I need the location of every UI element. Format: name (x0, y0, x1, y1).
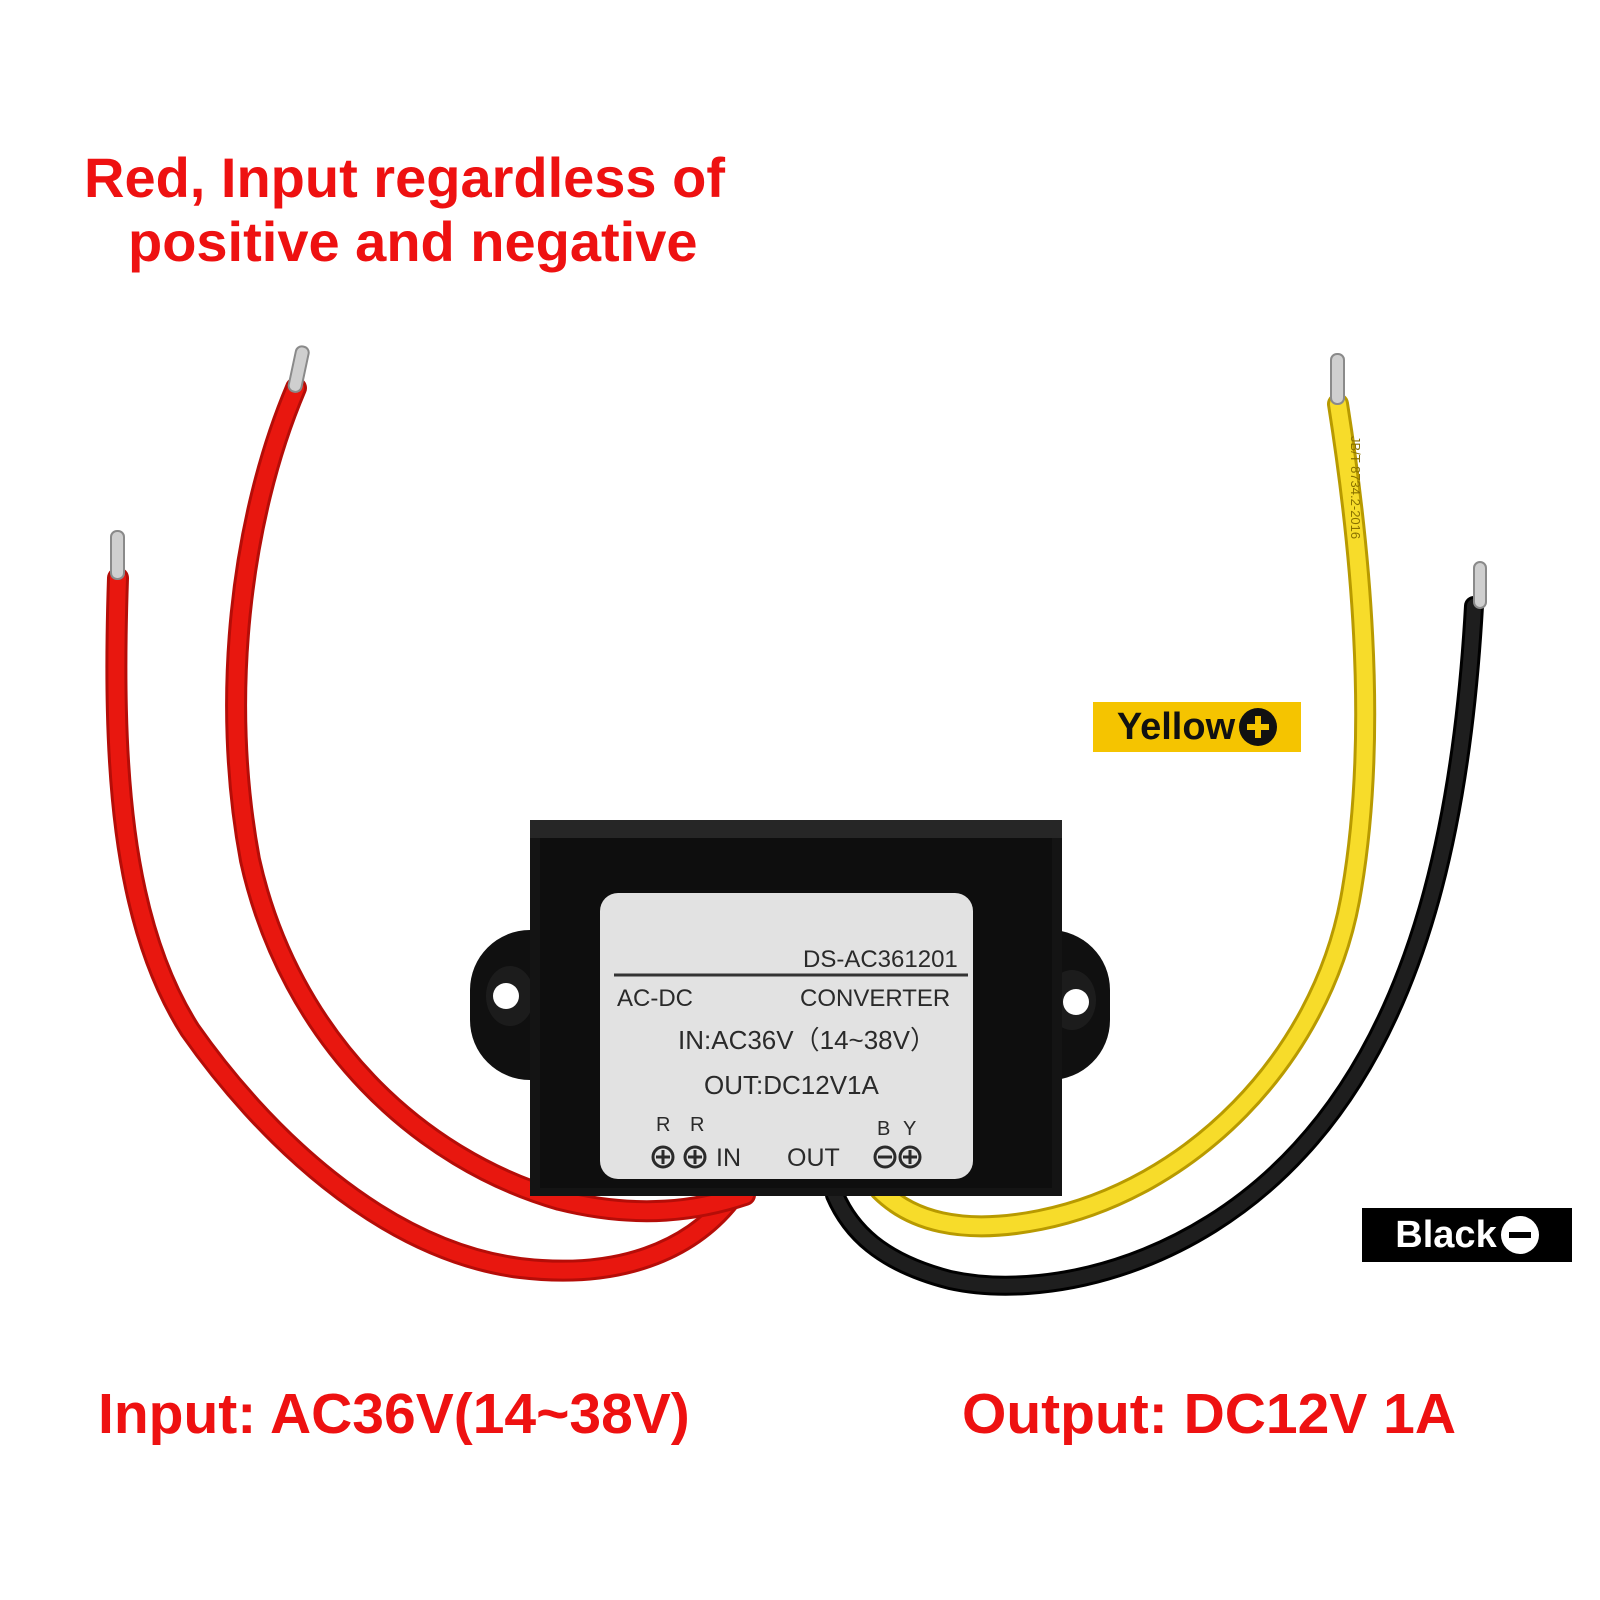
red-input-wires (105, 377, 756, 1282)
label-output-spec: OUT:DC12V1A (704, 1070, 879, 1100)
label-pin-r2: R (690, 1114, 704, 1136)
label-pin-r1: R (656, 1114, 670, 1136)
plus-circle-icon (1239, 708, 1278, 746)
input-polarity-caption: Red, Input regardless of positive and ne… (84, 146, 725, 274)
mounting-hole-right (1063, 989, 1089, 1015)
mounting-hole-left (493, 983, 519, 1009)
label-pin-y: Y (903, 1118, 916, 1140)
input-spec-caption: Input: AC36V(14~38V) (98, 1382, 690, 1446)
label-type-left: AC-DC (617, 985, 693, 1012)
minus-circle-icon (1500, 1216, 1539, 1254)
yellow-positive-tag: Yellow (1093, 702, 1301, 752)
yellow-tag-label: Yellow (1116, 706, 1236, 748)
caption-line-2: positive and negative (128, 210, 698, 273)
plus-minus-symbols (651, 1145, 922, 1169)
label-out: OUT (787, 1144, 840, 1172)
black-tag-label: Black (1395, 1214, 1497, 1256)
red-wire-tips (110, 345, 310, 580)
label-pin-b: B (877, 1118, 890, 1140)
label-input-spec: IN:AC36V（14~38V） (678, 1025, 936, 1055)
yellow-output-wire (869, 393, 1377, 1238)
label-in: IN (716, 1144, 741, 1172)
black-output-wire (825, 596, 1484, 1296)
spec-label: DS-AC361201 AC-DC CONVERTER IN:AC36V（14~… (600, 893, 973, 1179)
output-spec-caption: Output: DC12V 1A (962, 1382, 1457, 1446)
output-wire-tips (1330, 353, 1487, 609)
label-type-right: CONVERTER (800, 985, 950, 1012)
label-model: DS-AC361201 (803, 946, 958, 973)
black-negative-tag: Black (1362, 1208, 1572, 1262)
wire-print-text: JB/T 8734.2-2016 (1348, 436, 1363, 539)
caption-line-1: Red, Input regardless of (84, 146, 725, 209)
